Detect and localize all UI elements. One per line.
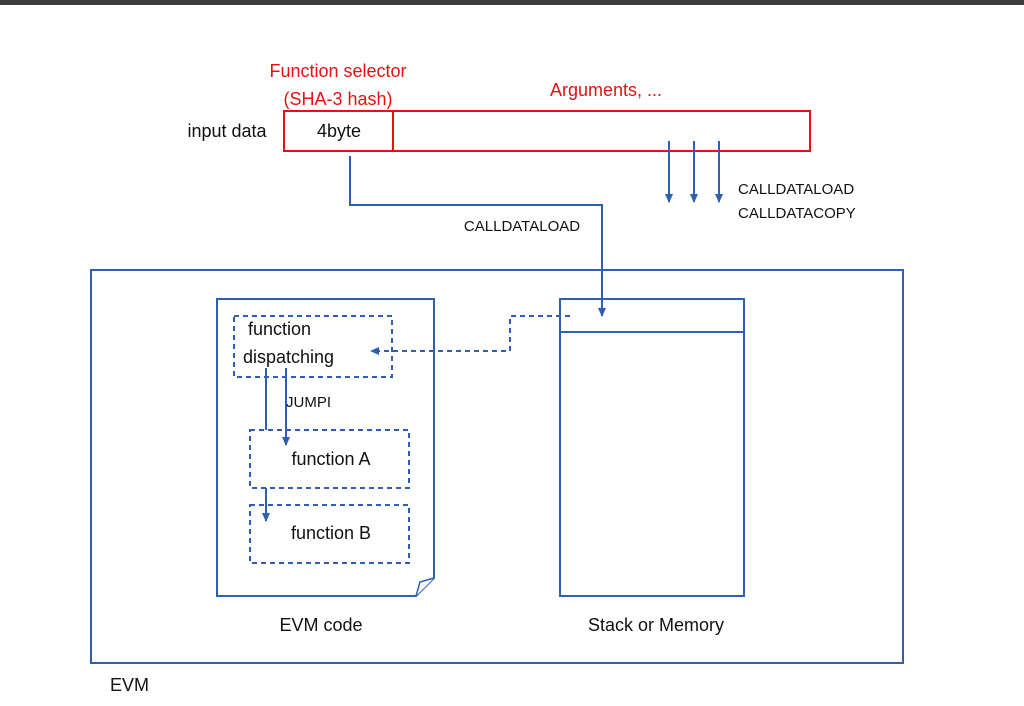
evm-box	[90, 269, 904, 664]
stack-to-dispatch-arrow	[370, 315, 570, 355]
function-dispatching-box	[233, 315, 393, 378]
input-data-bar	[283, 110, 811, 152]
function-selector-label: Function selector	[269, 61, 406, 81]
selector-load-arrow	[349, 156, 606, 317]
stack-or-memory-label: Stack or Memory	[588, 615, 724, 635]
arguments-label: Arguments, ...	[550, 80, 662, 100]
function-a-box	[249, 429, 410, 489]
document-fold-corner	[415, 577, 435, 597]
evm-label: EVM	[110, 675, 149, 695]
calldatacopy-op-label: CALLDATACOPY	[738, 205, 856, 222]
function-a-label: function A	[291, 449, 370, 469]
calldataload-op-label: CALLDATALOAD	[738, 181, 854, 198]
evm-calldata-diagram: Function selector (SHA-3 hash) Arguments…	[90, 61, 904, 695]
evm-code-label: EVM code	[279, 615, 362, 635]
function-b-label: function B	[291, 523, 371, 543]
window-top-bar	[0, 0, 1024, 5]
calldataload-main-label: CALLDATALOAD	[464, 218, 580, 235]
function-dispatching-line1: function	[248, 319, 311, 339]
stack-memory-box	[559, 298, 745, 597]
function-b-box	[249, 504, 410, 564]
input-data-label: input data	[187, 121, 267, 141]
jumpi-label: JUMPI	[286, 394, 331, 411]
function-dispatching-line2: dispatching	[243, 347, 334, 367]
sha3-hash-label: (SHA-3 hash)	[283, 89, 392, 109]
four-byte-label: 4byte	[317, 121, 361, 141]
